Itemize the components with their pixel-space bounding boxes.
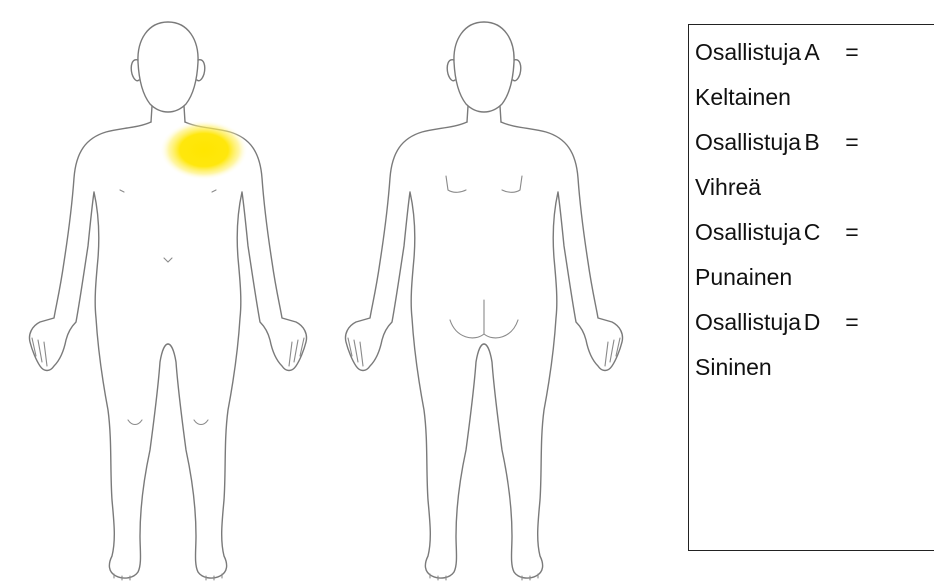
legend-participant-word: Osallistuja — [695, 213, 792, 258]
legend-entry-a: Osallistuja A = Keltainen — [695, 33, 934, 123]
legend-participant-word: Osallistuja — [695, 303, 792, 348]
legend-equals-sign: = — [832, 33, 872, 78]
legend-color-name: Vihreä — [695, 168, 934, 213]
legend-equals-sign: = — [832, 303, 872, 348]
participant-color-legend: Osallistuja A = Keltainen Osallistuja B … — [688, 24, 934, 551]
legend-participant-letter: B — [792, 123, 832, 168]
legend-color-name: Punainen — [695, 258, 934, 303]
legend-entry-d: Osallistuja D = Sininen — [695, 303, 934, 393]
legend-color-name: Keltainen — [695, 78, 934, 123]
body-diagram-svg — [0, 0, 680, 584]
legend-participant-letter: D — [792, 303, 832, 348]
legend-equals-sign: = — [832, 123, 872, 168]
front-body-figure — [29, 22, 306, 580]
legend-entry-c: Osallistuja C = Punainen — [695, 213, 934, 303]
body-figures — [0, 0, 680, 584]
legend-entry-b: Osallistuja B = Vihreä — [695, 123, 934, 213]
pain-area-yellow — [160, 120, 248, 180]
back-body-figure — [345, 22, 622, 580]
legend-participant-word: Osallistuja — [695, 33, 792, 78]
legend-color-name: Sininen — [695, 348, 934, 393]
legend-participant-word: Osallistuja — [695, 123, 792, 168]
legend-participant-letter: C — [792, 213, 832, 258]
legend-participant-letter: A — [792, 33, 832, 78]
legend-equals-sign: = — [832, 213, 872, 258]
